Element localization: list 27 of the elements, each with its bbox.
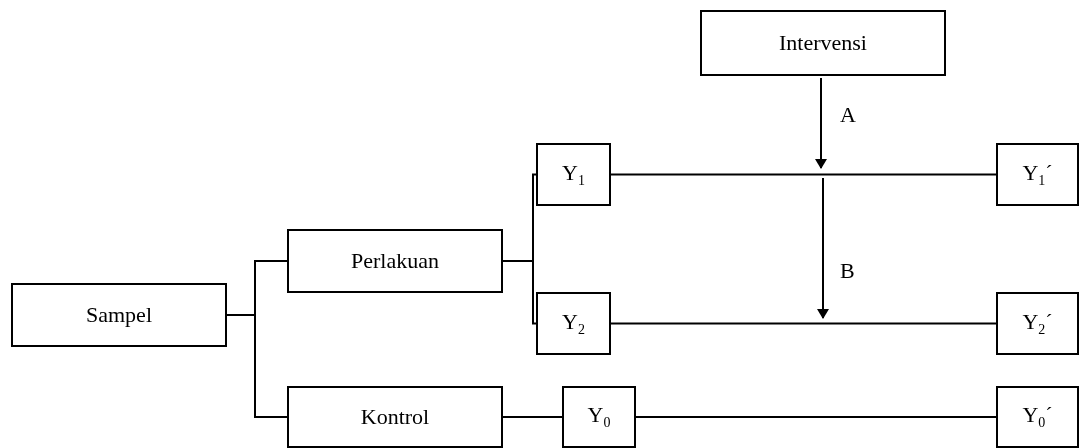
box-label: Y$_{2}$ <box>562 308 585 339</box>
connector-line <box>610 322 997 325</box>
connector-line <box>226 314 288 418</box>
process-box <box>287 386 503 448</box>
box-label: Intervensi <box>779 30 867 56</box>
process-box <box>562 386 636 448</box>
box-label: Y$_{0}$ <box>587 402 611 432</box>
connector-line <box>610 173 997 176</box>
connector-line <box>502 416 563 418</box>
process-box <box>287 229 503 293</box>
process-box <box>536 143 611 206</box>
box-label: Kontrol <box>360 404 430 430</box>
process-box <box>996 386 1079 448</box>
box-label: Y$_{1}$´ <box>1022 159 1053 190</box>
process-box <box>996 292 1079 355</box>
process-box <box>996 143 1079 206</box>
box-label: Sampel <box>86 302 152 328</box>
connector-line <box>502 260 537 325</box>
process-box <box>11 283 227 347</box>
process-box <box>700 10 946 76</box>
box-label: Y$_{2}$´ <box>1022 308 1053 339</box>
box-label: Y$_{1}$ <box>562 159 585 190</box>
box-label: Perlakuan <box>351 248 439 274</box>
box-label: Y$_{0}$´ <box>1022 402 1053 432</box>
arrow <box>815 77 827 169</box>
process-box <box>536 292 611 355</box>
connector-line <box>635 416 997 418</box>
